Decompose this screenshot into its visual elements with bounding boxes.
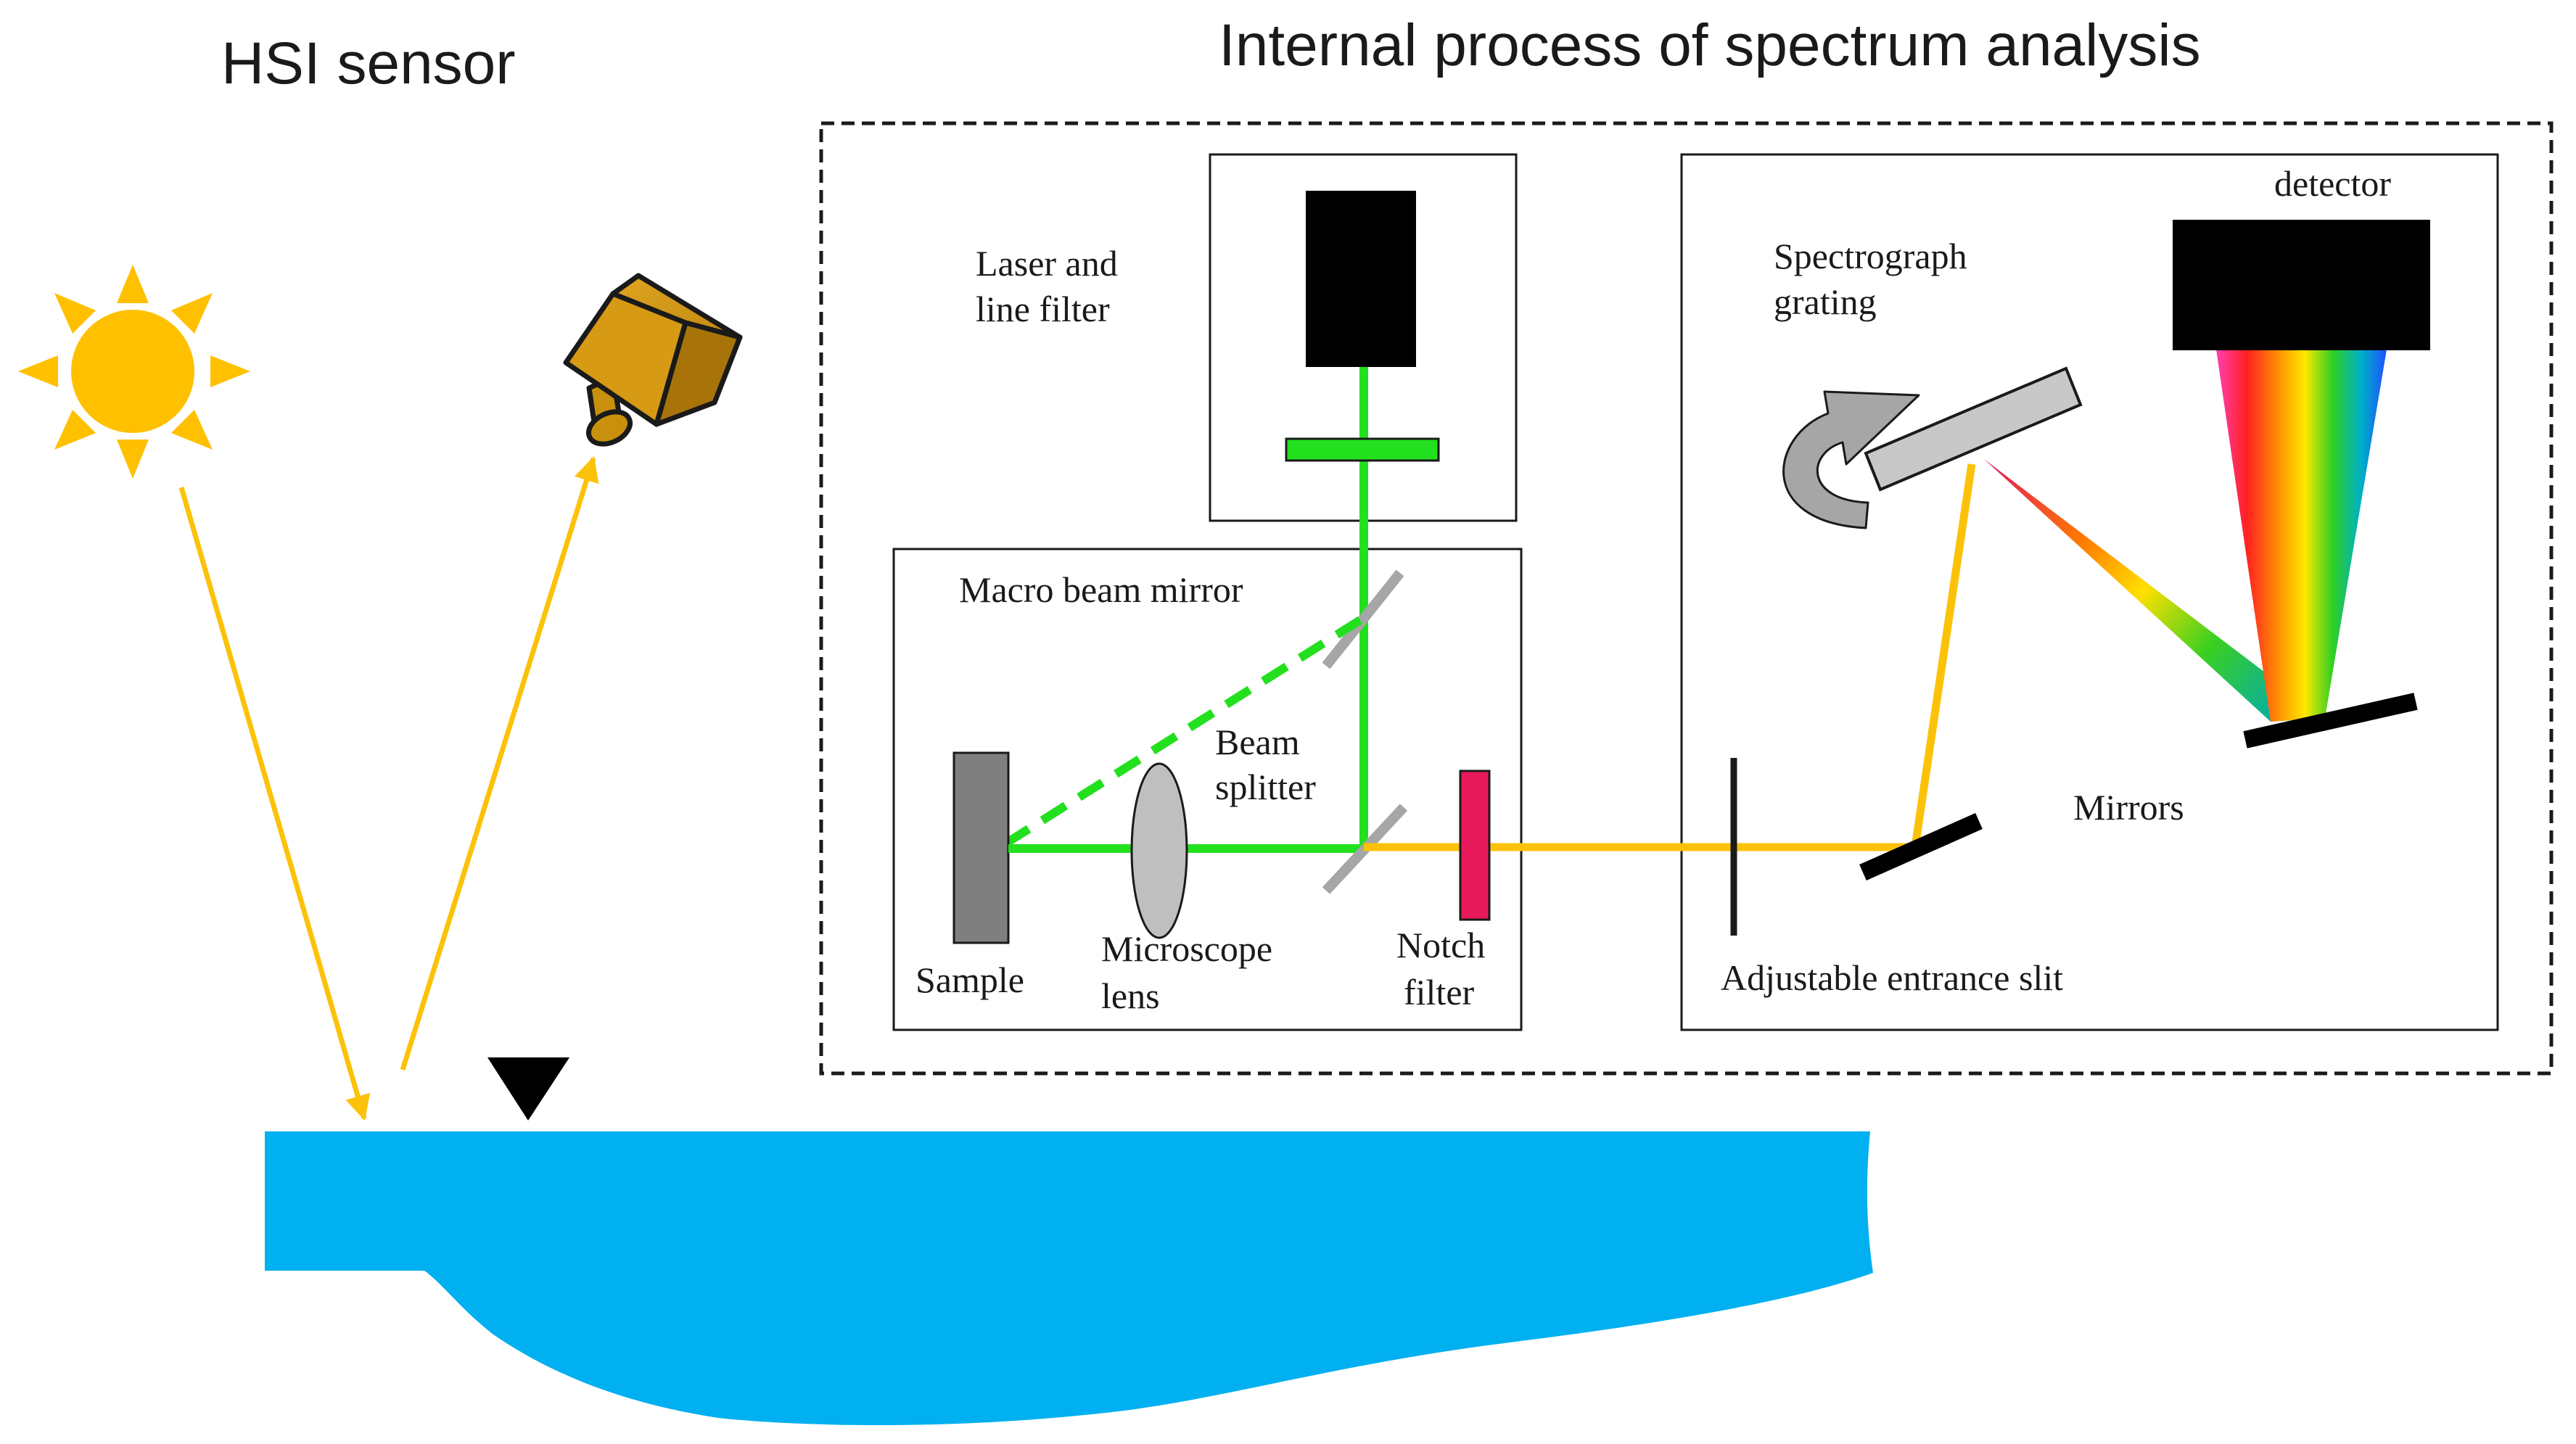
- spectrograph-label-line1: Spectrograph: [1774, 236, 1967, 276]
- incident-light-ray: [178, 487, 371, 1121]
- reflected-light-ray: [400, 455, 599, 1071]
- laser-source: [1306, 191, 1416, 367]
- water-body: [265, 1131, 1873, 1425]
- detector: [2173, 220, 2430, 350]
- notch-filter-label-line2: filter: [1404, 972, 1475, 1012]
- mirrors-label: Mirrors: [2073, 787, 2184, 828]
- dashed-green-beam: [1000, 616, 1363, 849]
- sample-label: Sample: [915, 960, 1024, 1000]
- microscope-lens-label-line1: Microscope: [1101, 928, 1272, 969]
- sun-icon: [18, 265, 250, 479]
- detector-label: detector: [2274, 163, 2391, 204]
- spectrum-analysis-frame: [819, 121, 2554, 1076]
- beam-splitter-label-line2: splitter: [1215, 767, 1316, 807]
- spectrum-analysis-title: Internal process of spectrum analysis: [1219, 12, 2201, 78]
- spectrograph-box: [1680, 153, 2499, 1031]
- laser-label-line1: Laser and: [976, 243, 1118, 284]
- microscope-lens: [1130, 762, 1188, 939]
- notch-filter: [1459, 770, 1491, 921]
- notch-filter-label-line1: Notch: [1396, 925, 1485, 965]
- spectrograph-label-line2: grating: [1774, 281, 1877, 322]
- optics-box: [892, 548, 1523, 1031]
- sample: [952, 751, 1010, 944]
- collimating-mirror: [1859, 813, 1983, 880]
- microscope-lens-label-line2: lens: [1101, 975, 1160, 1016]
- diagram-labels: Laser and line filter Macro beam mirror …: [915, 163, 2391, 1016]
- laser-label-line2: line filter: [976, 289, 1110, 329]
- spectrograph-grating: [1864, 366, 2083, 492]
- water-level-marker-icon: [487, 1057, 569, 1121]
- macro-beam-mirror: [1322, 569, 1404, 669]
- line-filter: [1285, 437, 1440, 462]
- focusing-mirror: [2243, 693, 2418, 748]
- dispersed-light-fan: [1984, 459, 2325, 722]
- beam-splitter-label-line1: Beam: [1215, 722, 1300, 762]
- rotation-arrow-icon: [1782, 390, 1920, 529]
- hsi-sensor-title: HSI sensor: [221, 30, 516, 96]
- macro-beam-mirror-label: Macro beam mirror: [959, 569, 1243, 610]
- entrance-slit-label: Adjustable entrance slit: [1721, 957, 2063, 998]
- camera-icon: [563, 273, 743, 447]
- spectrum-beam: [2216, 350, 2387, 722]
